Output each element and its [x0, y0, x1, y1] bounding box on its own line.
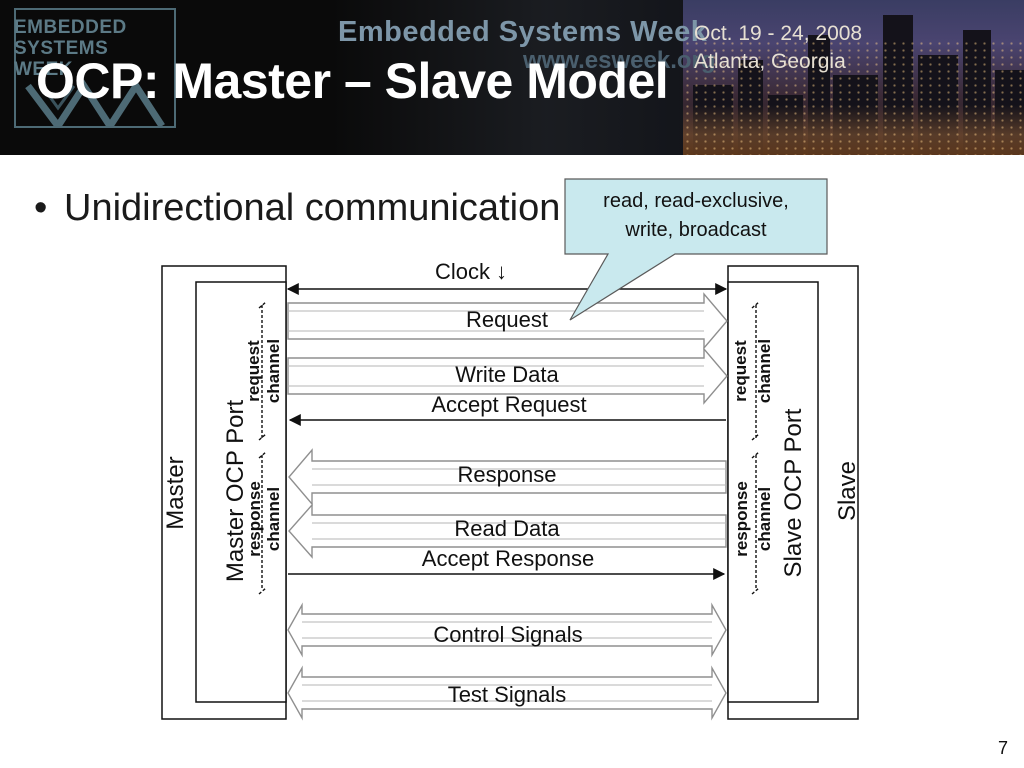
response-label: Response	[457, 462, 557, 487]
header-banner: EMBEDDED SYSTEMS WEEK Embedded Systems W…	[0, 0, 1024, 155]
read-data-arrow	[288, 503, 727, 559]
accept-response-label: Accept Response	[421, 546, 595, 571]
slave-response-channel-top: response	[732, 481, 751, 557]
request-arrow	[287, 292, 728, 350]
city-lights	[683, 40, 1024, 155]
event-dates: Oct. 19 - 24, 2008	[694, 22, 863, 45]
write-data-arrow	[287, 347, 728, 405]
master-request-channel-top: request	[244, 340, 263, 402]
city-skyline-image	[683, 0, 1024, 155]
request-label: Request	[466, 307, 548, 332]
response-arrow	[288, 448, 727, 506]
callout-line-1: read, read-exclusive,	[603, 190, 789, 212]
slave-request-brace	[751, 301, 760, 441]
read-data-label: Read Data	[454, 516, 560, 541]
test-signals-label: Test Signals	[447, 682, 567, 707]
slave-response-brace	[751, 451, 760, 595]
event-website: www.esweek.org	[523, 47, 716, 74]
master-response-channel-top: response	[245, 481, 264, 557]
callout-text: read, read-exclusive, write, broadcast	[565, 187, 827, 245]
event-name: Embedded Systems Week	[338, 16, 708, 48]
callout-line-2: write, broadcast	[625, 219, 767, 241]
logo-text-line-1: EMBEDDED	[14, 17, 127, 38]
master-response-brace	[258, 451, 267, 595]
event-location: Atlanta, Georgia	[694, 50, 846, 73]
banner-fade	[330, 0, 690, 155]
esweek-logo-icon	[14, 8, 176, 128]
master-label: Master	[162, 456, 189, 530]
master-request-channel-bottom: channel	[264, 338, 283, 404]
slave-request-channel-bottom: channel	[755, 338, 774, 404]
test-signals-arrow	[287, 665, 727, 721]
bullet-text: Unidirectional communication	[64, 187, 561, 229]
write-data-label: Write Data	[455, 362, 559, 387]
slave-port-label: Slave OCP Port	[780, 408, 807, 578]
control-signals-arrow	[287, 602, 727, 658]
control-signals-label: Control Signals	[433, 622, 583, 647]
page-number: 7	[997, 738, 1008, 758]
bullet-dot-icon: •	[34, 187, 48, 229]
slide-title: OCP: Master – Slave Model	[36, 53, 669, 109]
bullet-item: • Unidirectional communication	[34, 187, 560, 230]
slave-request-channel-top: request	[731, 340, 750, 402]
clock-label: Clock ↓	[434, 259, 508, 284]
master-request-brace	[258, 301, 267, 441]
accept-request-label: Accept Request	[431, 392, 587, 417]
logo-text-line-2: SYSTEMS	[14, 38, 109, 59]
slave-label: Slave	[834, 460, 861, 522]
master-response-channel-bottom: channel	[264, 486, 283, 552]
slave-port-box	[727, 281, 819, 703]
logo-text-line-3: WEEK	[14, 59, 73, 80]
slave-response-channel-bottom: channel	[755, 486, 774, 552]
callout-bubble	[564, 178, 828, 321]
master-port-box	[195, 281, 287, 703]
